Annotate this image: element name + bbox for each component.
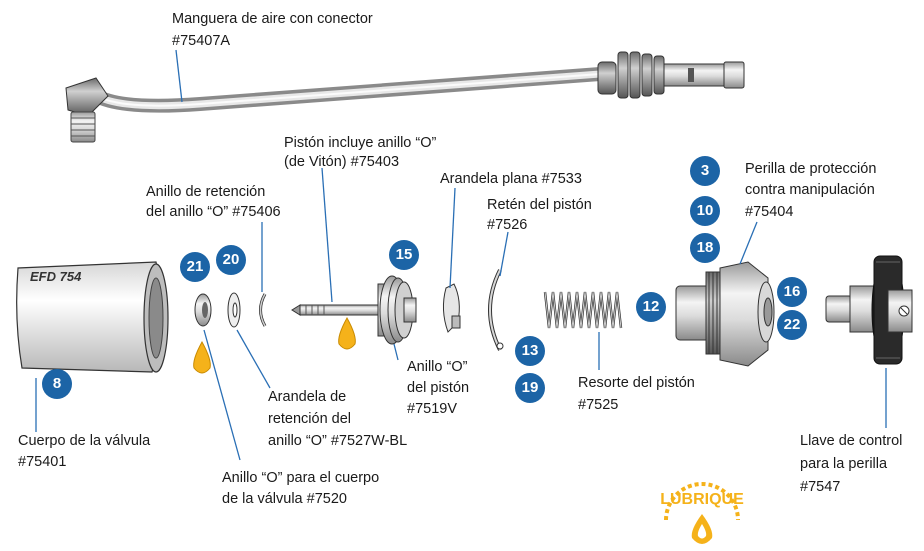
lubrique-text: LUBRIQUE bbox=[660, 491, 744, 508]
lubrique-icon: LUBRIQUE bbox=[660, 482, 744, 544]
part-number-badge: 3 bbox=[690, 156, 720, 186]
valve-brand-text: EFD 754 bbox=[30, 269, 82, 284]
part-number-badge: 16 bbox=[777, 277, 807, 307]
piston-spring bbox=[543, 291, 623, 329]
piston-retainer-part: #7526 bbox=[487, 217, 528, 233]
part-number-badge: 10 bbox=[690, 196, 720, 226]
part-number-badge: 13 bbox=[515, 336, 545, 366]
flat-washer-label: Arandela plana #7533 bbox=[440, 171, 582, 187]
retainer-ring-label: Anillo de retención bbox=[146, 184, 266, 200]
retainer-ring-label-line2: del anillo “O” #75406 bbox=[146, 204, 281, 220]
spring-label: Resorte del pistón bbox=[578, 375, 695, 391]
piston-label: Pistón incluye anillo “O” bbox=[284, 135, 437, 151]
hose-part-number: #75407A bbox=[172, 33, 231, 49]
callout-lines bbox=[35, 49, 887, 461]
valve-body-label: Cuerpo de la válvula bbox=[18, 433, 151, 449]
spring-part-number: #7525 bbox=[578, 397, 619, 413]
body-o-ring-label: Anillo “O” para el cuerpo bbox=[222, 470, 380, 486]
washer-label-line2: retención del bbox=[268, 411, 352, 427]
tamper-proof-knob bbox=[675, 261, 775, 367]
part-number-badge: 12 bbox=[636, 292, 666, 322]
knob-control-key bbox=[825, 255, 913, 365]
piston-o-ring-label: Anillo “O” bbox=[407, 359, 468, 375]
piston bbox=[291, 275, 417, 345]
knob-label-line2: contra manipulación bbox=[745, 182, 875, 198]
knob-part-number: #75404 bbox=[745, 204, 794, 220]
part-number-badge: 8 bbox=[42, 369, 72, 399]
washer-label: Arandela de bbox=[268, 389, 347, 405]
flat-washer bbox=[442, 283, 461, 333]
body-o-ring bbox=[194, 293, 212, 327]
valve-body: EFD 754 bbox=[16, 261, 169, 373]
piston-retainer-label: Retén del pistón bbox=[487, 197, 592, 213]
key-label-line2: para la perilla bbox=[800, 456, 888, 472]
body-o-ring-label-line2: de la válvula #7520 bbox=[222, 491, 347, 507]
retaining-ring bbox=[259, 293, 267, 327]
part-number-badge: 22 bbox=[777, 310, 807, 340]
hose-label: Manguera de aire con conector bbox=[172, 11, 373, 27]
part-number-badge: 21 bbox=[180, 252, 210, 282]
piston-o-ring-part-number: #7519V bbox=[407, 401, 457, 417]
piston-o-ring-label-line2: del pistón bbox=[407, 380, 470, 396]
key-part-number: #7547 bbox=[800, 479, 841, 495]
part-number-badge: 20 bbox=[216, 245, 246, 275]
part-number-badge: 15 bbox=[389, 240, 419, 270]
retaining-washer bbox=[227, 292, 241, 328]
air-hose-assembly bbox=[65, 51, 745, 143]
piston-retainer bbox=[488, 269, 504, 351]
lubricant-drop-icon bbox=[338, 316, 356, 350]
lubricant-drop-icon bbox=[193, 340, 211, 374]
part-number-badge: 19 bbox=[515, 373, 545, 403]
key-label: Llave de control bbox=[800, 433, 903, 449]
washer-label-line3: anillo “O” #7527W-BL bbox=[268, 433, 408, 449]
valve-body-part-number: #75401 bbox=[18, 454, 67, 470]
knob-label: Perilla de protección bbox=[745, 161, 877, 177]
piston-label-line2: (de Vitón) #75403 bbox=[284, 154, 400, 170]
part-number-badge: 18 bbox=[690, 233, 720, 263]
